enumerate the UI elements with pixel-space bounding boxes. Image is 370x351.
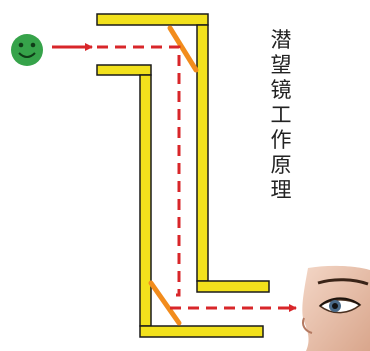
title-char: 理 — [270, 178, 292, 202]
title-char: 作 — [270, 128, 292, 152]
title-char: 望 — [270, 53, 292, 77]
smiley-face-icon — [11, 34, 43, 66]
reflected-ray-path — [97, 45, 181, 297]
bottom-mirror — [148, 280, 182, 326]
title-char: 原 — [270, 153, 292, 177]
title-char: 潜 — [270, 28, 292, 52]
light-path — [52, 43, 297, 312]
upper-opening-ledge — [96, 64, 152, 76]
bottom-wall — [139, 325, 264, 338]
title-char: 镜 — [270, 78, 292, 102]
bottom-right-ledge — [196, 280, 270, 293]
diagram-title: 潜望镜工作原理 — [264, 28, 298, 203]
upper-top-wall — [96, 13, 209, 26]
left-inner-wall — [139, 74, 152, 327]
top-mirror — [167, 25, 199, 73]
title-char: 工 — [270, 103, 292, 127]
periscope-tube — [96, 13, 270, 338]
right-outer-wall — [196, 24, 209, 282]
human-eye-icon — [302, 265, 370, 351]
